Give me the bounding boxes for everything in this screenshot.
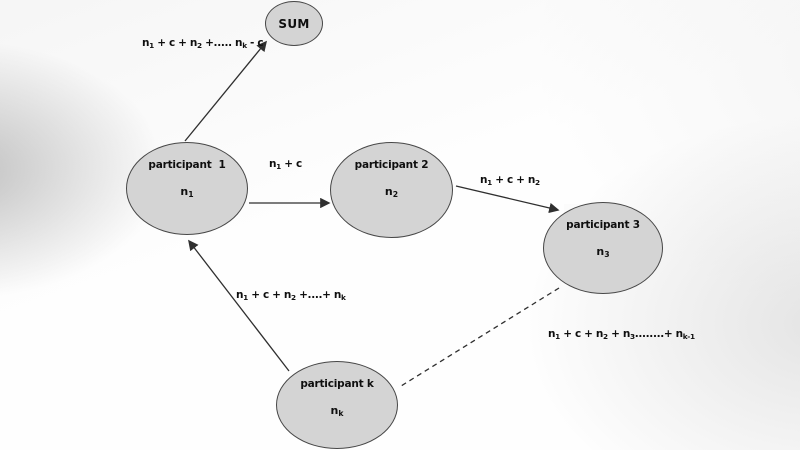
edge-label-p1-to-p2: n1 + c	[269, 158, 302, 171]
edge-label-pk-to-p1: n1 + c + n2 +....+ nk	[236, 289, 346, 302]
node-participant-k-value: nk	[330, 404, 344, 418]
node-participant-1: participant 1 n1	[126, 142, 248, 235]
edge-label-p1-to-sum: n1 + c + n2 +..... nk - c	[142, 37, 264, 50]
node-participant-2-value: n2	[384, 185, 399, 199]
edge-arrow-pk-to-p1	[188, 239, 290, 372]
node-participant-2-title: participant 2	[354, 159, 429, 171]
node-sum: SUM	[265, 1, 323, 46]
node-participant-k-title: participant k	[300, 378, 374, 390]
edge-dashed-p3-to-pk	[400, 287, 560, 387]
node-participant-1-title: participant 1	[148, 159, 226, 171]
node-participant-k: participant k nk	[276, 361, 398, 449]
node-participant-3-value: n3	[596, 245, 610, 259]
edge-arrow-p2-to-p3	[455, 185, 560, 214]
node-participant-3-title: participant 3	[566, 219, 640, 231]
edge-label-p3-to-pk: n1 + c + n2 + n3........+ nk-1	[548, 328, 695, 341]
node-participant-2: participant 2 n2	[330, 142, 453, 238]
node-sum-label: SUM	[278, 16, 310, 31]
node-participant-3: participant 3 n3	[543, 202, 663, 294]
edge-arrow-p1-to-sum	[184, 40, 267, 142]
edge-label-p2-to-p3: n1 + c + n2	[480, 174, 540, 187]
node-participant-1-value: n1	[180, 185, 194, 199]
